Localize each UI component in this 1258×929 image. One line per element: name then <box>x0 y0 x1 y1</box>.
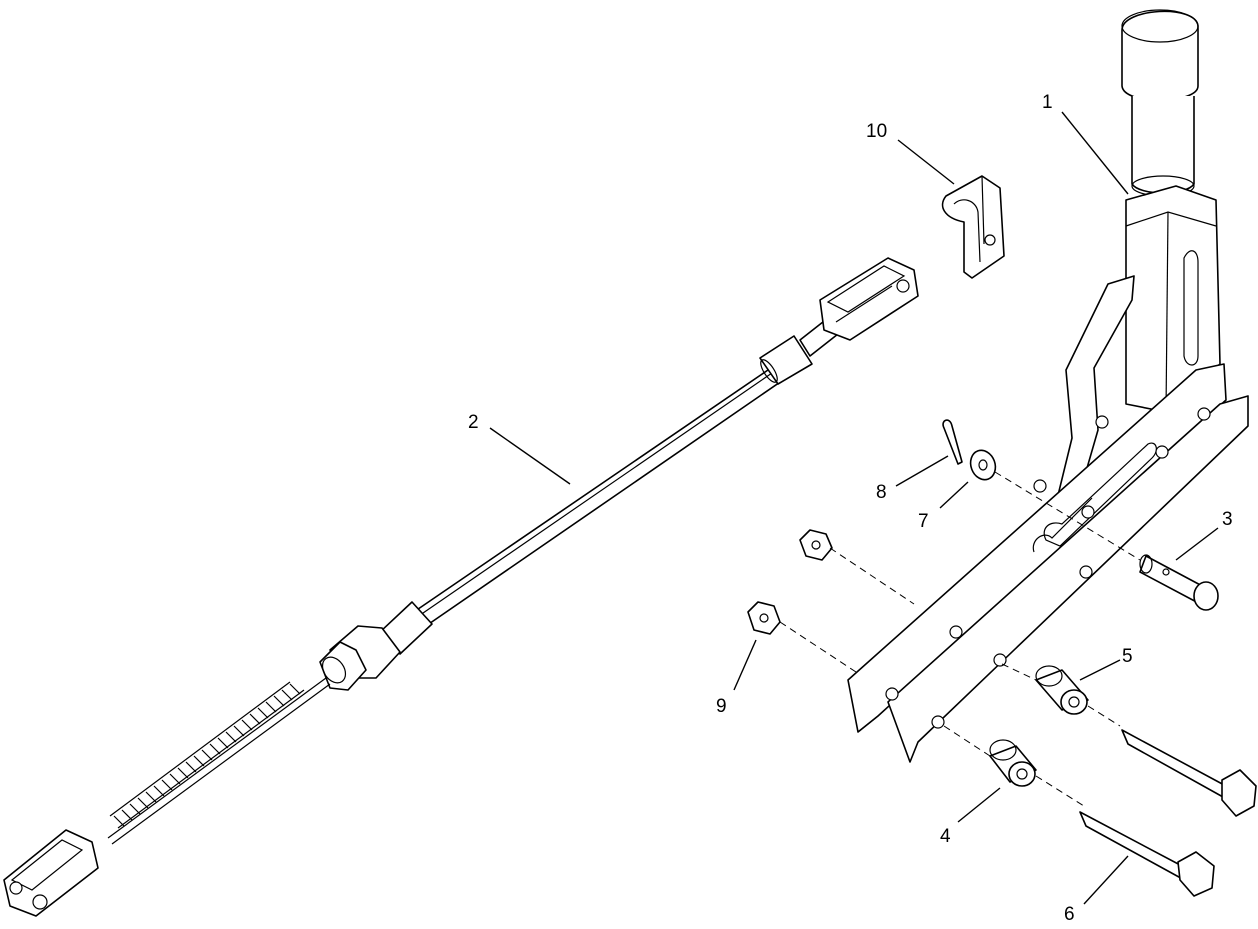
cable-clip <box>941 175 1005 279</box>
callout-labels: 1 2 3 4 5 6 7 8 9 10 <box>468 92 1233 925</box>
hex-bolts <box>1079 729 1257 897</box>
spacer-short <box>989 739 1037 787</box>
assembly-lines <box>779 471 1141 807</box>
callout-6: 6 <box>1064 904 1075 925</box>
cotter-pin <box>942 419 963 465</box>
callout-5: 5 <box>1122 646 1133 667</box>
leader-lines <box>489 111 1219 905</box>
callout-1: 1 <box>1042 92 1053 113</box>
callout-3: 3 <box>1222 509 1233 530</box>
callout-10: 10 <box>866 121 887 142</box>
hex-nuts <box>747 529 833 635</box>
flat-washer <box>969 449 997 481</box>
spacer-long <box>1035 665 1089 715</box>
callout-4: 4 <box>940 826 951 847</box>
callout-2: 2 <box>468 412 479 433</box>
cable-assembly <box>3 257 919 917</box>
callout-8: 8 <box>876 482 887 503</box>
cable-spring <box>109 681 305 829</box>
lever-bracket <box>847 9 1249 763</box>
callout-9: 9 <box>716 696 727 717</box>
callout-7: 7 <box>918 511 929 532</box>
clevis-pin <box>1139 554 1219 611</box>
